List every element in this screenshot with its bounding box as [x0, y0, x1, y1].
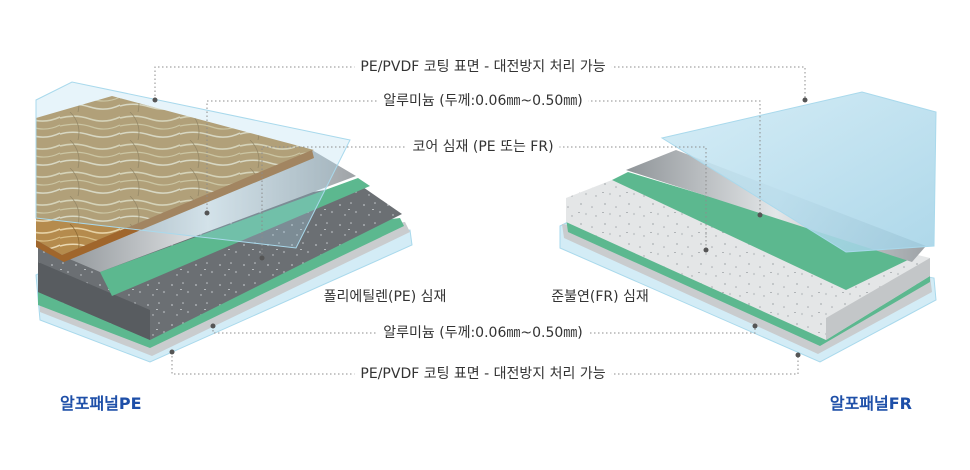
callout-bottom-aluminum: 알루미늄 (두께:0.06㎜~0.50㎜) [377, 324, 589, 342]
callout-markers [152, 97, 808, 358]
left-pe-core-edge [38, 262, 150, 340]
right-upper-green-film [612, 172, 912, 290]
callout-core: 코어 심재 (PE 또는 FR) [406, 138, 560, 156]
fr-core-label: 준불연(FR) 심재 [551, 289, 649, 305]
marker-right-bottom-coating [795, 352, 801, 358]
left-panel-pe [35, 81, 413, 363]
right-panel-fr [559, 91, 937, 363]
left-upper-green-film [100, 178, 370, 296]
marker-left-bottom-coating [169, 349, 175, 355]
callout-top-coating: PE/PVDF 코팅 표면 - 대전방지 처리 가능 [354, 58, 612, 76]
line-top-coating [154, 66, 806, 100]
right-fr-core-edge [826, 258, 930, 340]
line-bottom-aluminum [212, 326, 756, 334]
pe-core-label: 폴리에틸렌(PE) 심재 [323, 289, 447, 305]
marker-left-bottom-aluminum [210, 323, 216, 329]
callout-top-aluminum: 알루미늄 (두께:0.06㎜~0.50㎜) [377, 92, 589, 110]
marker-left-top-coating [152, 97, 158, 103]
marker-left-top-aluminum [204, 210, 210, 216]
left-top-coating [35, 81, 351, 249]
product-title-pe: 알포패널PE [60, 394, 142, 413]
marker-left-core [259, 255, 265, 261]
right-fr-core [566, 180, 930, 340]
line-bottom-coating [171, 352, 799, 375]
marker-right-top-coating [802, 97, 808, 103]
marker-right-top-aluminum [757, 212, 763, 218]
left-wood-surface [36, 96, 314, 255]
marker-right-bottom-aluminum [752, 323, 758, 329]
product-title-fr: 알포패널FR [829, 394, 912, 413]
callout-bottom-coating: PE/PVDF 코팅 표면 - 대전방지 처리 가능 [354, 365, 612, 383]
right-top-coating [660, 91, 937, 253]
left-wood-edge [36, 150, 314, 262]
marker-right-core [703, 247, 709, 253]
